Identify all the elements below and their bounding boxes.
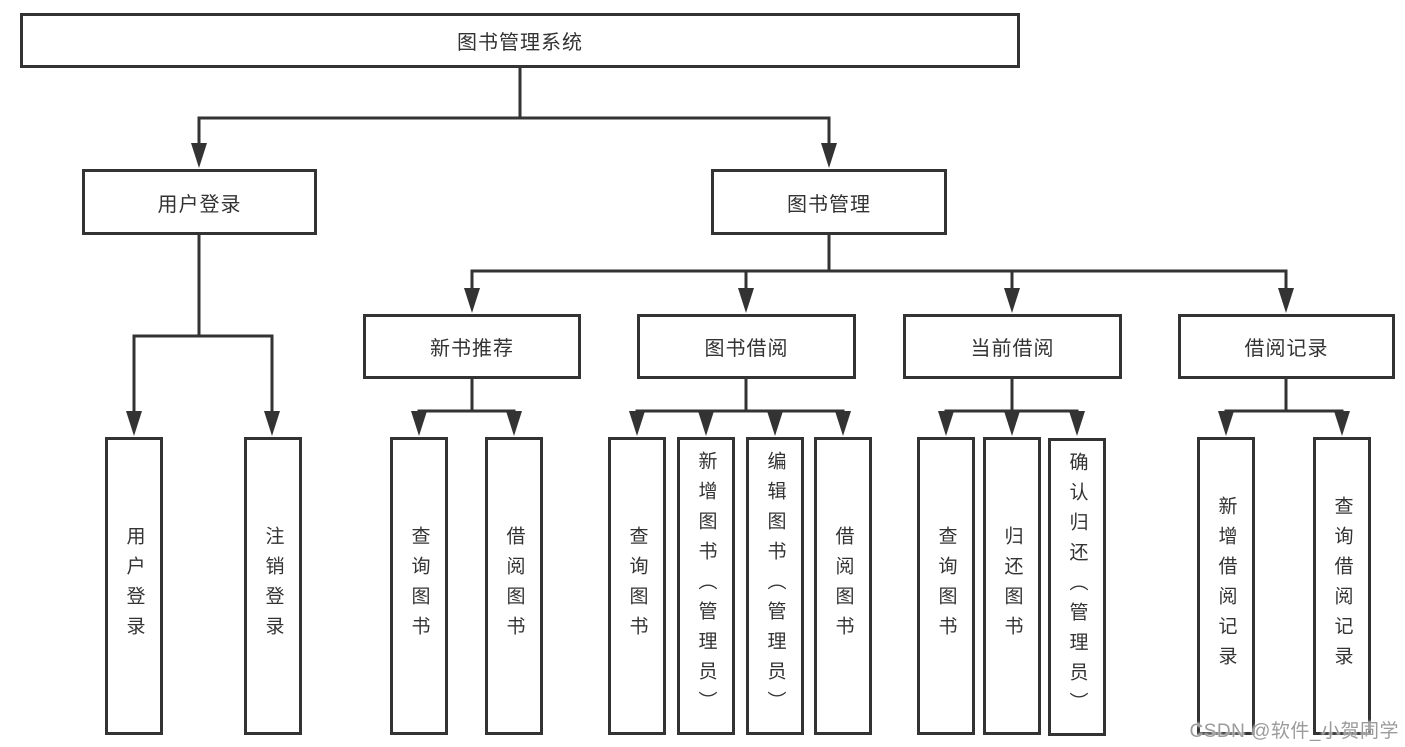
leaf-logout: 注销登录	[244, 437, 302, 735]
node-label: 图书借阅	[704, 338, 789, 360]
node-label: 归还图书	[1001, 526, 1023, 646]
csdn-watermark: CSDN @软件_小贺同学	[1189, 721, 1399, 742]
leaf-return-book: 归还图书	[983, 437, 1041, 735]
node-label: 新增借阅记录	[1215, 496, 1237, 676]
leaf-confirm-return-admin: 确认归还（管理员）	[1048, 438, 1106, 736]
node-label: 图书管理	[787, 193, 871, 216]
node-book-management: 图书管理	[711, 169, 947, 235]
node-label: 借阅图书	[503, 526, 525, 646]
leaf-add-borrow-record: 新增借阅记录	[1197, 437, 1255, 735]
node-label: 确认归还（管理员）	[1066, 452, 1088, 722]
node-current-borrow: 当前借阅	[903, 314, 1122, 379]
leaf-edit-book-admin: 编辑图书（管理员）	[746, 437, 804, 735]
node-book-borrow: 图书借阅	[637, 314, 856, 379]
node-user-login: 用户登录	[82, 169, 317, 235]
node-label: 查询借阅记录	[1331, 496, 1353, 676]
leaf-add-book-admin: 新增图书（管理员）	[677, 437, 735, 735]
node-library-system: 图书管理系统	[20, 13, 1020, 68]
arrowheads	[126, 143, 1350, 436]
node-label: 借阅记录	[1244, 338, 1329, 360]
node-label: 借阅图书	[832, 526, 854, 646]
leaf-borrow-book-2: 借阅图书	[814, 437, 872, 735]
node-label: 新书推荐	[430, 338, 514, 360]
node-label: 查询图书	[626, 526, 648, 646]
node-new-book-recommend: 新书推荐	[363, 314, 581, 379]
node-label: 查询图书	[408, 526, 430, 646]
leaf-query-book-1: 查询图书	[390, 437, 448, 735]
node-borrow-records: 借阅记录	[1178, 314, 1395, 379]
node-label: 编辑图书（管理员）	[764, 451, 786, 721]
leaf-user-login: 用户登录	[105, 437, 163, 735]
node-label: 用户登录	[157, 193, 242, 216]
leaf-query-book-2: 查询图书	[608, 437, 666, 735]
leaf-query-borrow-record: 查询借阅记录	[1313, 437, 1371, 735]
node-label: 查询图书	[935, 526, 957, 646]
leaf-query-book-3: 查询图书	[917, 437, 975, 735]
node-label: 用户登录	[123, 526, 145, 646]
node-label: 注销登录	[262, 526, 284, 646]
leaf-borrow-book-1: 借阅图书	[485, 437, 543, 735]
node-label: 图书管理系统	[457, 32, 583, 54]
node-label: 新增图书（管理员）	[695, 451, 717, 721]
node-label: 当前借阅	[970, 338, 1055, 360]
